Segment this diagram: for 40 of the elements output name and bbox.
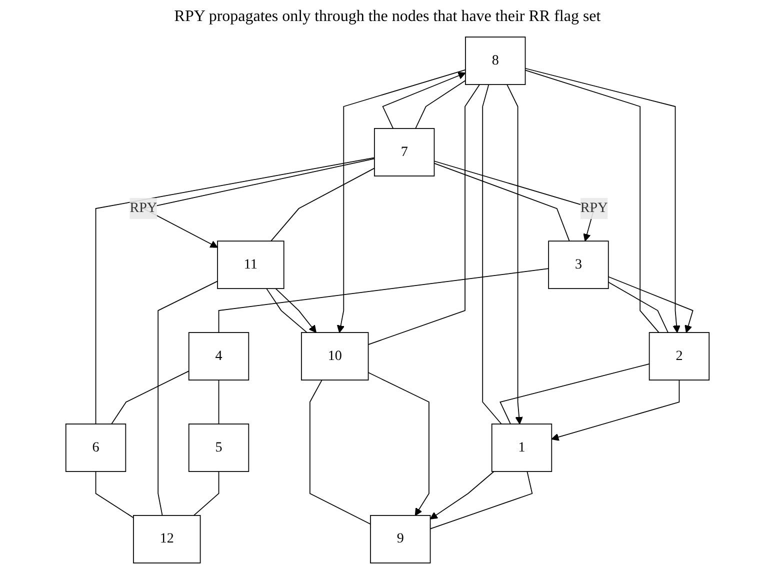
connector [608,282,668,333]
node-box: 10 [301,332,369,380]
connector [218,268,550,333]
arrow [275,288,316,333]
connector [158,280,218,516]
node-box: 4 [188,332,250,380]
node-box: 9 [370,515,431,564]
connector [95,471,134,518]
node-box: 2 [648,332,710,380]
arrow [336,69,466,333]
node-box: 6 [65,424,126,472]
connector [266,288,308,333]
connector [193,471,220,516]
connector [415,80,466,129]
connector [368,84,480,345]
connector [270,168,375,242]
node-box: 12 [133,515,201,564]
connector [309,380,371,525]
node-box: 1 [491,424,552,472]
node-box: 5 [188,424,250,472]
edge-label: RPY [580,200,608,216]
arrow [608,276,694,333]
connector [500,363,650,424]
edge-label: RPY [130,200,158,216]
node-box: 8 [465,36,526,85]
connector [218,380,220,424]
arrow [382,72,466,129]
node-box: 11 [217,240,284,289]
arrow [551,380,680,441]
node-box: 7 [374,128,435,176]
connector [482,84,502,424]
connector [111,370,190,424]
arrow [368,372,430,516]
diagram-title: RPY propagates only through the nodes that have their RR flag set [173,8,602,26]
arrow [430,471,494,520]
node-box: 3 [548,240,609,289]
connector [434,162,570,242]
arrow [506,84,523,424]
connector [95,157,375,424]
connector [430,471,533,530]
